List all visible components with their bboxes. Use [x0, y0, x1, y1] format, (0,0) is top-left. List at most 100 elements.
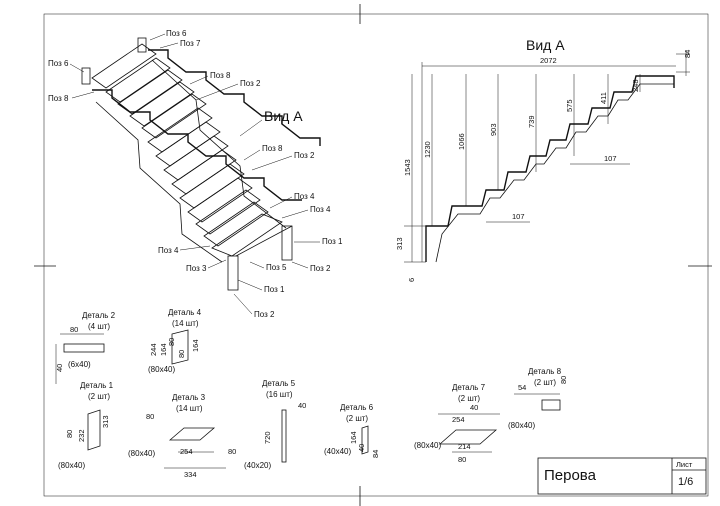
- stair-treads: [91, 43, 283, 257]
- detail-3-dim-right: 80: [228, 447, 236, 456]
- label-poz1-a: Поз 1: [322, 237, 343, 246]
- dim-height-1543: 1543: [403, 159, 412, 176]
- detail-2-profile: (6х40): [68, 360, 91, 369]
- detail-4-dim-164a: 164: [159, 343, 168, 356]
- sheet-number: 1/6: [678, 476, 693, 488]
- detail-6-dim-164: 164: [349, 431, 358, 444]
- label-poz2-a: Поз 2: [240, 79, 261, 88]
- detail-2-qty: (4 шт): [88, 322, 110, 331]
- detail-3-dim-254: 254: [180, 447, 193, 456]
- iso-view-label: Вид А: [264, 108, 303, 124]
- detail-6-dim-84: 84: [371, 450, 380, 458]
- dim-width-total: 2072: [540, 56, 557, 65]
- detail-8-dim-54: 54: [518, 383, 526, 392]
- detail-7-dim-top: 40: [470, 403, 478, 412]
- label-poz8-a: Поз 8: [210, 71, 231, 80]
- label-poz2-d: Поз 2: [254, 310, 275, 319]
- label-poz6-left: Поз 6: [48, 59, 69, 68]
- detail-8: Деталь 8 (2 шт) 54 80 (80х40): [508, 367, 568, 430]
- stair-profile: [425, 75, 675, 262]
- dim-height-903: 903: [489, 123, 498, 136]
- sheet-title: Перова: [544, 467, 597, 484]
- detail-3: Деталь 3 (14 шт) 80 254 80 (80х40) 334: [128, 393, 236, 479]
- detail-8-profile: (80х40): [508, 421, 535, 430]
- detail-4-profile: (80х40): [148, 365, 175, 374]
- detail-5-dim-len: 720: [263, 431, 272, 444]
- detail-6-profile: (40х40): [324, 447, 351, 456]
- detail-5: Деталь 5 (16 шт) 40 720 (40х20): [244, 379, 306, 470]
- detail-3-qty: (14 шт): [176, 404, 203, 413]
- detail-1-name: Деталь 1: [80, 381, 114, 390]
- detail-4-dim-164b: 164: [191, 339, 200, 352]
- label-poz2-b: Поз 2: [294, 151, 315, 160]
- label-poz4-b: Поз 4: [310, 205, 331, 214]
- dim-height-1230: 1230: [423, 141, 432, 158]
- detail-8-qty: (2 шт): [534, 378, 556, 387]
- label-poz4-a: Поз 4: [294, 192, 315, 201]
- sheet-frame: [34, 4, 712, 506]
- dim-height-575: 575: [565, 99, 574, 112]
- title-block: Перова Лист 1/6: [537, 457, 707, 495]
- detail-4: Деталь 4 (14 шт) 244 164 80 80 164 (80х4…: [148, 308, 202, 374]
- label-poz2-c: Поз 2: [310, 264, 331, 273]
- detail-4-dim-244: 244: [149, 343, 158, 356]
- detail-6-name: Деталь 6: [340, 403, 374, 412]
- detail-1-dim-232: 232: [77, 429, 86, 442]
- detail-4-qty: (14 шт): [172, 319, 199, 328]
- detail-3-profile: (80х40): [128, 449, 155, 458]
- detail-7-dim-214: 214: [458, 442, 471, 451]
- label-poz3: Поз 3: [186, 264, 207, 273]
- detail-7-qty: (2 шт): [458, 394, 480, 403]
- detail-6: Деталь 6 (2 шт) 164 40 84 (40х40): [324, 403, 380, 458]
- detail-5-qty: (16 шт): [266, 390, 293, 399]
- detail-4-dim-80a: 80: [167, 338, 176, 346]
- isometric-stair: [81, 37, 321, 291]
- dim-top-offset: 84: [683, 50, 692, 58]
- detail-8-name: Деталь 8: [528, 367, 562, 376]
- detail-7-name: Деталь 7: [452, 383, 486, 392]
- detail-7-dim-254: 254: [452, 415, 465, 424]
- detail-1-dim-313: 313: [101, 415, 110, 428]
- dim-height-739: 739: [527, 115, 536, 128]
- label-poz1-b: Поз 1: [264, 285, 285, 294]
- label-poz6-top: Поз 6: [166, 29, 187, 38]
- detail-6-qty: (2 шт): [346, 414, 368, 423]
- detail-5-name: Деталь 5: [262, 379, 296, 388]
- label-poz8-left: Поз 8: [48, 94, 69, 103]
- label-poz5: Поз 5: [266, 263, 287, 272]
- dim-bottom-6: 6: [407, 278, 416, 282]
- detail-3-dim-334: 334: [184, 470, 197, 479]
- iso-labels: Поз 6 Поз 7 Поз 6 Поз 8 Поз 8 Поз 2 Вид …: [48, 29, 343, 319]
- dim-bottom-313: 313: [395, 237, 404, 250]
- dim-tread-107-lower: 107: [512, 212, 525, 221]
- detail-1: Деталь 1 (2 шт) 80 232 313 (80х40): [58, 381, 114, 470]
- view-a: Вид А 2072 84 1543 1230 1066 903 739 575…: [395, 37, 692, 282]
- detail-2-h: 40: [55, 364, 64, 372]
- detail-5-profile: (40х20): [244, 461, 271, 470]
- detail-5-dim-top: 40: [298, 401, 306, 410]
- detail-1-qty: (2 шт): [88, 392, 110, 401]
- detail-2-len: 80: [70, 325, 78, 334]
- detail-1-profile: (80х40): [58, 461, 85, 470]
- dim-height-411: 411: [599, 92, 608, 104]
- label-poz4-c: Поз 4: [158, 246, 179, 255]
- detail-7: Деталь 7 (2 шт) 40 254 (80х40) 214 80: [414, 383, 500, 464]
- sheet-label: Лист: [676, 460, 693, 469]
- label-poz7-top: Поз 7: [180, 39, 201, 48]
- detail-4-name: Деталь 4: [168, 308, 202, 317]
- detail-3-dim-top: 80: [146, 412, 154, 421]
- dim-tread-107-upper: 107: [604, 154, 617, 163]
- label-poz8-b: Поз 8: [262, 144, 283, 153]
- detail-2: Деталь 2 (4 шт) 80 40 (6х40): [55, 311, 116, 384]
- detail-4-dim-80b: 80: [177, 350, 186, 358]
- dim-height-248: 248: [631, 79, 640, 92]
- detail-1-dim-80: 80: [65, 430, 74, 438]
- detail-3-name: Деталь 3: [172, 393, 206, 402]
- detail-2-name: Деталь 2: [82, 311, 116, 320]
- detail-7-dim-80: 80: [458, 455, 466, 464]
- detail-8-dim-80: 80: [559, 376, 568, 384]
- detail-7-profile: (80х40): [414, 441, 441, 450]
- view-a-title: Вид А: [526, 37, 565, 53]
- detail-6-dim-40: 40: [357, 444, 366, 452]
